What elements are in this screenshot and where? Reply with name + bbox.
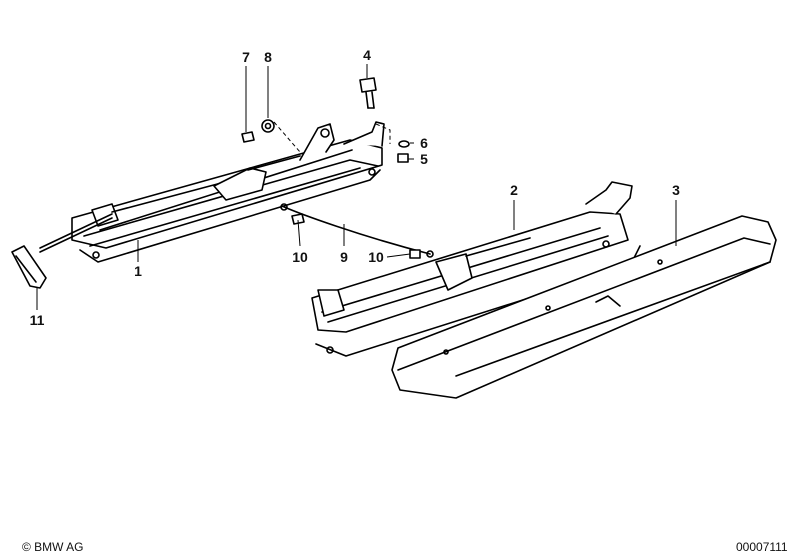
cover-strip	[391, 215, 777, 399]
callout-10-clip-right: 10	[368, 249, 384, 265]
screw-7	[241, 131, 255, 143]
callout-10-clip-left: 10	[292, 249, 308, 265]
copyright-text: © BMW AG	[22, 540, 84, 554]
clip-10b	[409, 249, 421, 259]
callout-7: 7	[242, 49, 250, 65]
seat-rail-left	[71, 121, 385, 263]
callout-11: 11	[29, 312, 45, 328]
washer-6	[398, 140, 410, 148]
callout-5: 5	[420, 151, 428, 167]
callout-6: 6	[420, 135, 428, 151]
drawing-number: 00007111	[736, 540, 788, 554]
clip-10a	[291, 213, 305, 225]
leader-lines	[36, 64, 677, 310]
callout-3: 3	[672, 182, 680, 198]
nut-8	[261, 119, 275, 133]
callout-8: 8	[264, 49, 272, 65]
callout-4: 4	[363, 47, 371, 63]
screw-5	[397, 153, 409, 163]
callout-1: 1	[134, 263, 142, 279]
seat-rail-right	[311, 181, 641, 357]
callout-9: 9	[340, 249, 348, 265]
connecting-rod	[280, 203, 434, 258]
release-handle	[11, 213, 113, 289]
bolt-4	[359, 77, 377, 109]
callout-2: 2	[510, 182, 518, 198]
